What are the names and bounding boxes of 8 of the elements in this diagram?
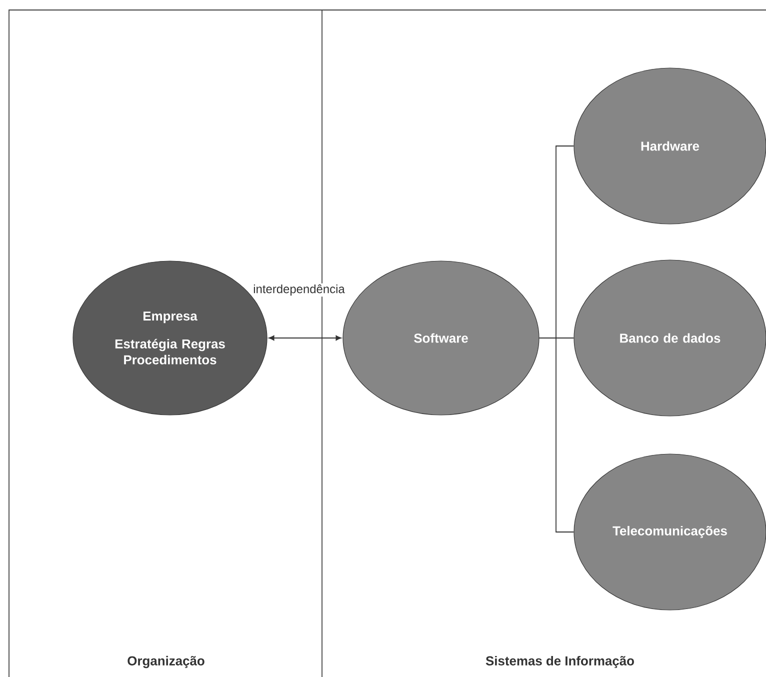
double-arrow bbox=[268, 335, 342, 341]
lane-heading: Organização bbox=[128, 656, 204, 668]
ellipse-node: Hardware bbox=[574, 68, 766, 224]
edge-label: interdependência bbox=[252, 283, 346, 297]
ellipse-node: Telecomunicações bbox=[574, 454, 766, 610]
connector-line bbox=[538, 338, 574, 532]
lane-heading: Sistemas de Informação bbox=[486, 656, 634, 668]
ellipse-node: Banco de dados bbox=[574, 260, 766, 416]
